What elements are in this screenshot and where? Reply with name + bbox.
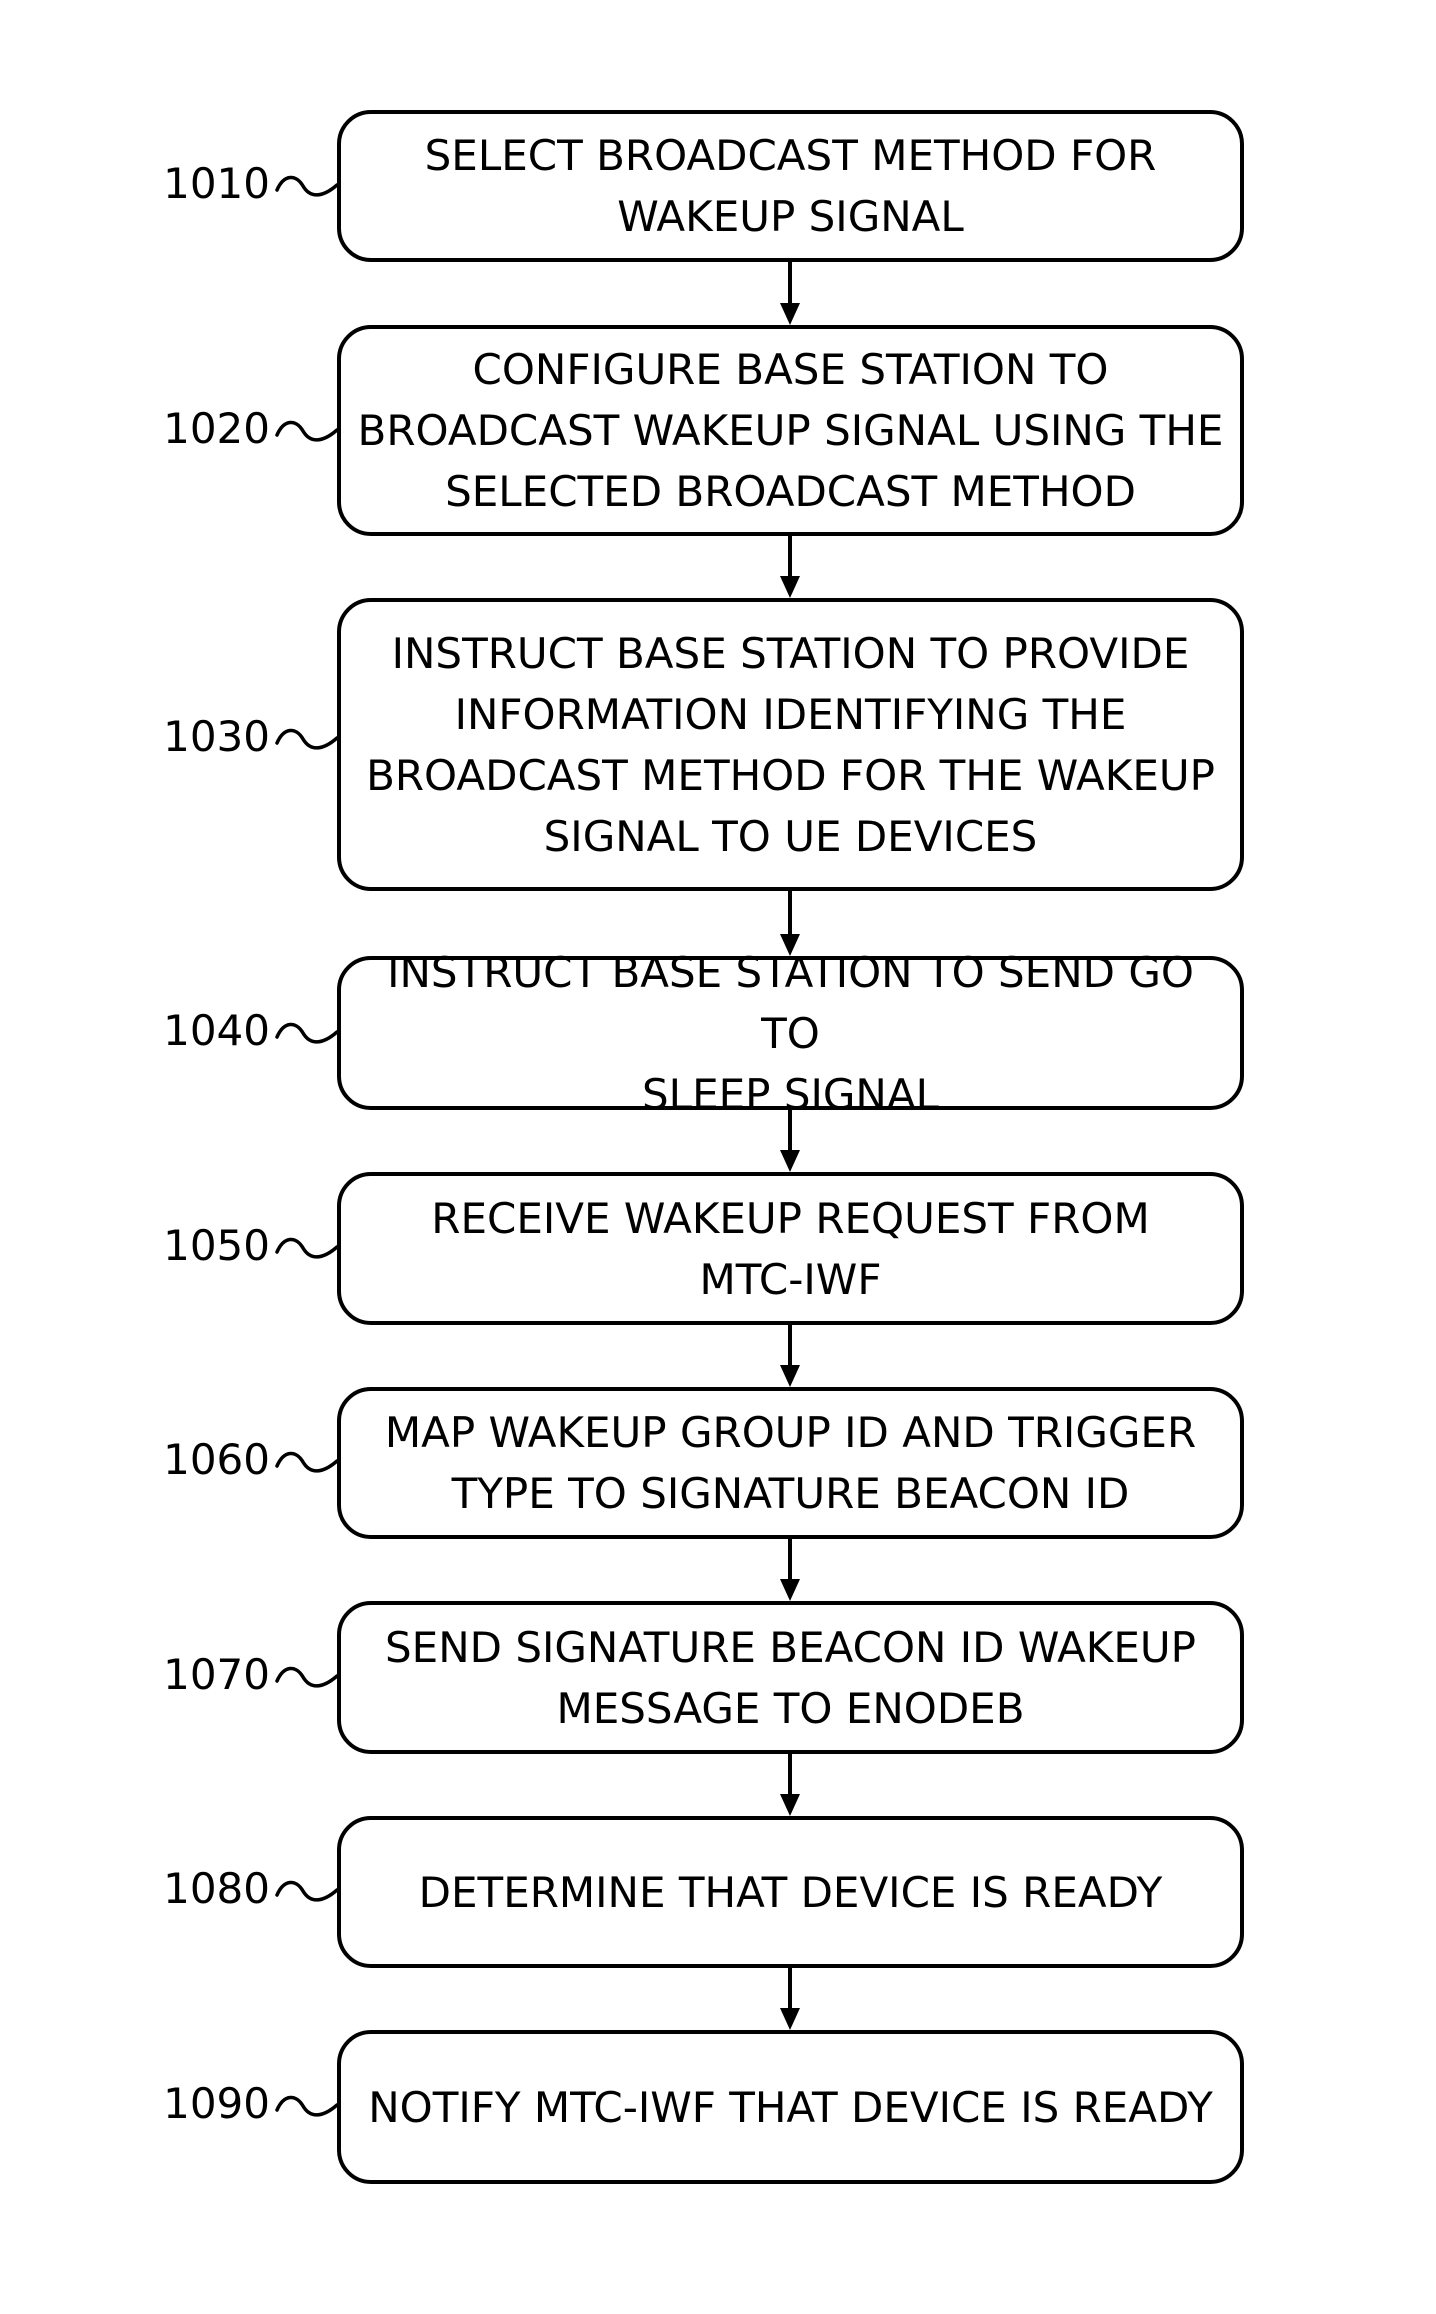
arrowhead-1040-1050 bbox=[780, 1150, 800, 1172]
step-ref-1060: 1060 bbox=[150, 1430, 270, 1490]
step-box-1040: INSTRUCT BASE STATION TO SEND GO TO SLEE… bbox=[337, 956, 1244, 1110]
step-box-1090: NOTIFY MTC-IWF THAT DEVICE IS READY bbox=[337, 2030, 1244, 2184]
step-box-1070: SEND SIGNATURE BEACON ID WAKEUP MESSAGE … bbox=[337, 1601, 1244, 1754]
step-ref-1080: 1080 bbox=[150, 1859, 270, 1919]
step-text-1070: SEND SIGNATURE BEACON ID WAKEUP MESSAGE … bbox=[356, 1617, 1226, 1739]
step-box-1020: CONFIGURE BASE STATION TO BROADCAST WAKE… bbox=[337, 325, 1244, 536]
arrowhead-1060-1070 bbox=[780, 1579, 800, 1601]
arrowhead-1010-1020 bbox=[780, 303, 800, 325]
step-box-1080: DETERMINE THAT DEVICE IS READY bbox=[337, 1816, 1244, 1968]
step-ref-1070: 1070 bbox=[150, 1645, 270, 1705]
arrowhead-1020-1030 bbox=[780, 576, 800, 598]
step-box-1060: MAP WAKEUP GROUP ID AND TRIGGER TYPE TO … bbox=[337, 1387, 1244, 1539]
leader-1070 bbox=[277, 1668, 337, 1685]
arrowhead-1080-1090 bbox=[780, 2008, 800, 2030]
arrowhead-1050-1060 bbox=[780, 1365, 800, 1387]
step-text-1010: SELECT BROADCAST METHOD FOR WAKEUP SIGNA… bbox=[356, 125, 1226, 247]
reference-leaders bbox=[277, 177, 337, 2114]
step-text-1020: CONFIGURE BASE STATION TO BROADCAST WAKE… bbox=[356, 339, 1226, 522]
step-ref-1050: 1050 bbox=[150, 1216, 270, 1276]
step-ref-1020: 1020 bbox=[150, 399, 270, 459]
leader-1040 bbox=[277, 1024, 337, 1041]
leader-1020 bbox=[277, 422, 337, 439]
leader-1060 bbox=[277, 1453, 337, 1470]
step-ref-1010: 1010 bbox=[150, 154, 270, 214]
step-text-1050: RECEIVE WAKEUP REQUEST FROM MTC-IWF bbox=[356, 1188, 1226, 1310]
step-text-1030: INSTRUCT BASE STATION TO PROVIDE INFORMA… bbox=[356, 623, 1226, 867]
step-box-1010: SELECT BROADCAST METHOD FOR WAKEUP SIGNA… bbox=[337, 110, 1244, 262]
step-ref-1090: 1090 bbox=[150, 2074, 270, 2134]
leader-1080 bbox=[277, 1882, 337, 1899]
step-box-1030: INSTRUCT BASE STATION TO PROVIDE INFORMA… bbox=[337, 598, 1244, 891]
step-ref-1030: 1030 bbox=[150, 707, 270, 767]
step-text-1090: NOTIFY MTC-IWF THAT DEVICE IS READY bbox=[356, 2077, 1226, 2138]
step-text-1080: DETERMINE THAT DEVICE IS READY bbox=[356, 1862, 1226, 1923]
arrowhead-1070-1080 bbox=[780, 1794, 800, 1816]
leader-1090 bbox=[277, 2097, 337, 2114]
step-text-1060: MAP WAKEUP GROUP ID AND TRIGGER TYPE TO … bbox=[356, 1402, 1226, 1524]
step-ref-1040: 1040 bbox=[150, 1001, 270, 1061]
leader-1050 bbox=[277, 1239, 337, 1256]
leader-1010 bbox=[277, 177, 337, 194]
step-text-1040: INSTRUCT BASE STATION TO SEND GO TO SLEE… bbox=[356, 942, 1226, 1125]
step-box-1050: RECEIVE WAKEUP REQUEST FROM MTC-IWF bbox=[337, 1172, 1244, 1325]
leader-1030 bbox=[277, 730, 337, 747]
